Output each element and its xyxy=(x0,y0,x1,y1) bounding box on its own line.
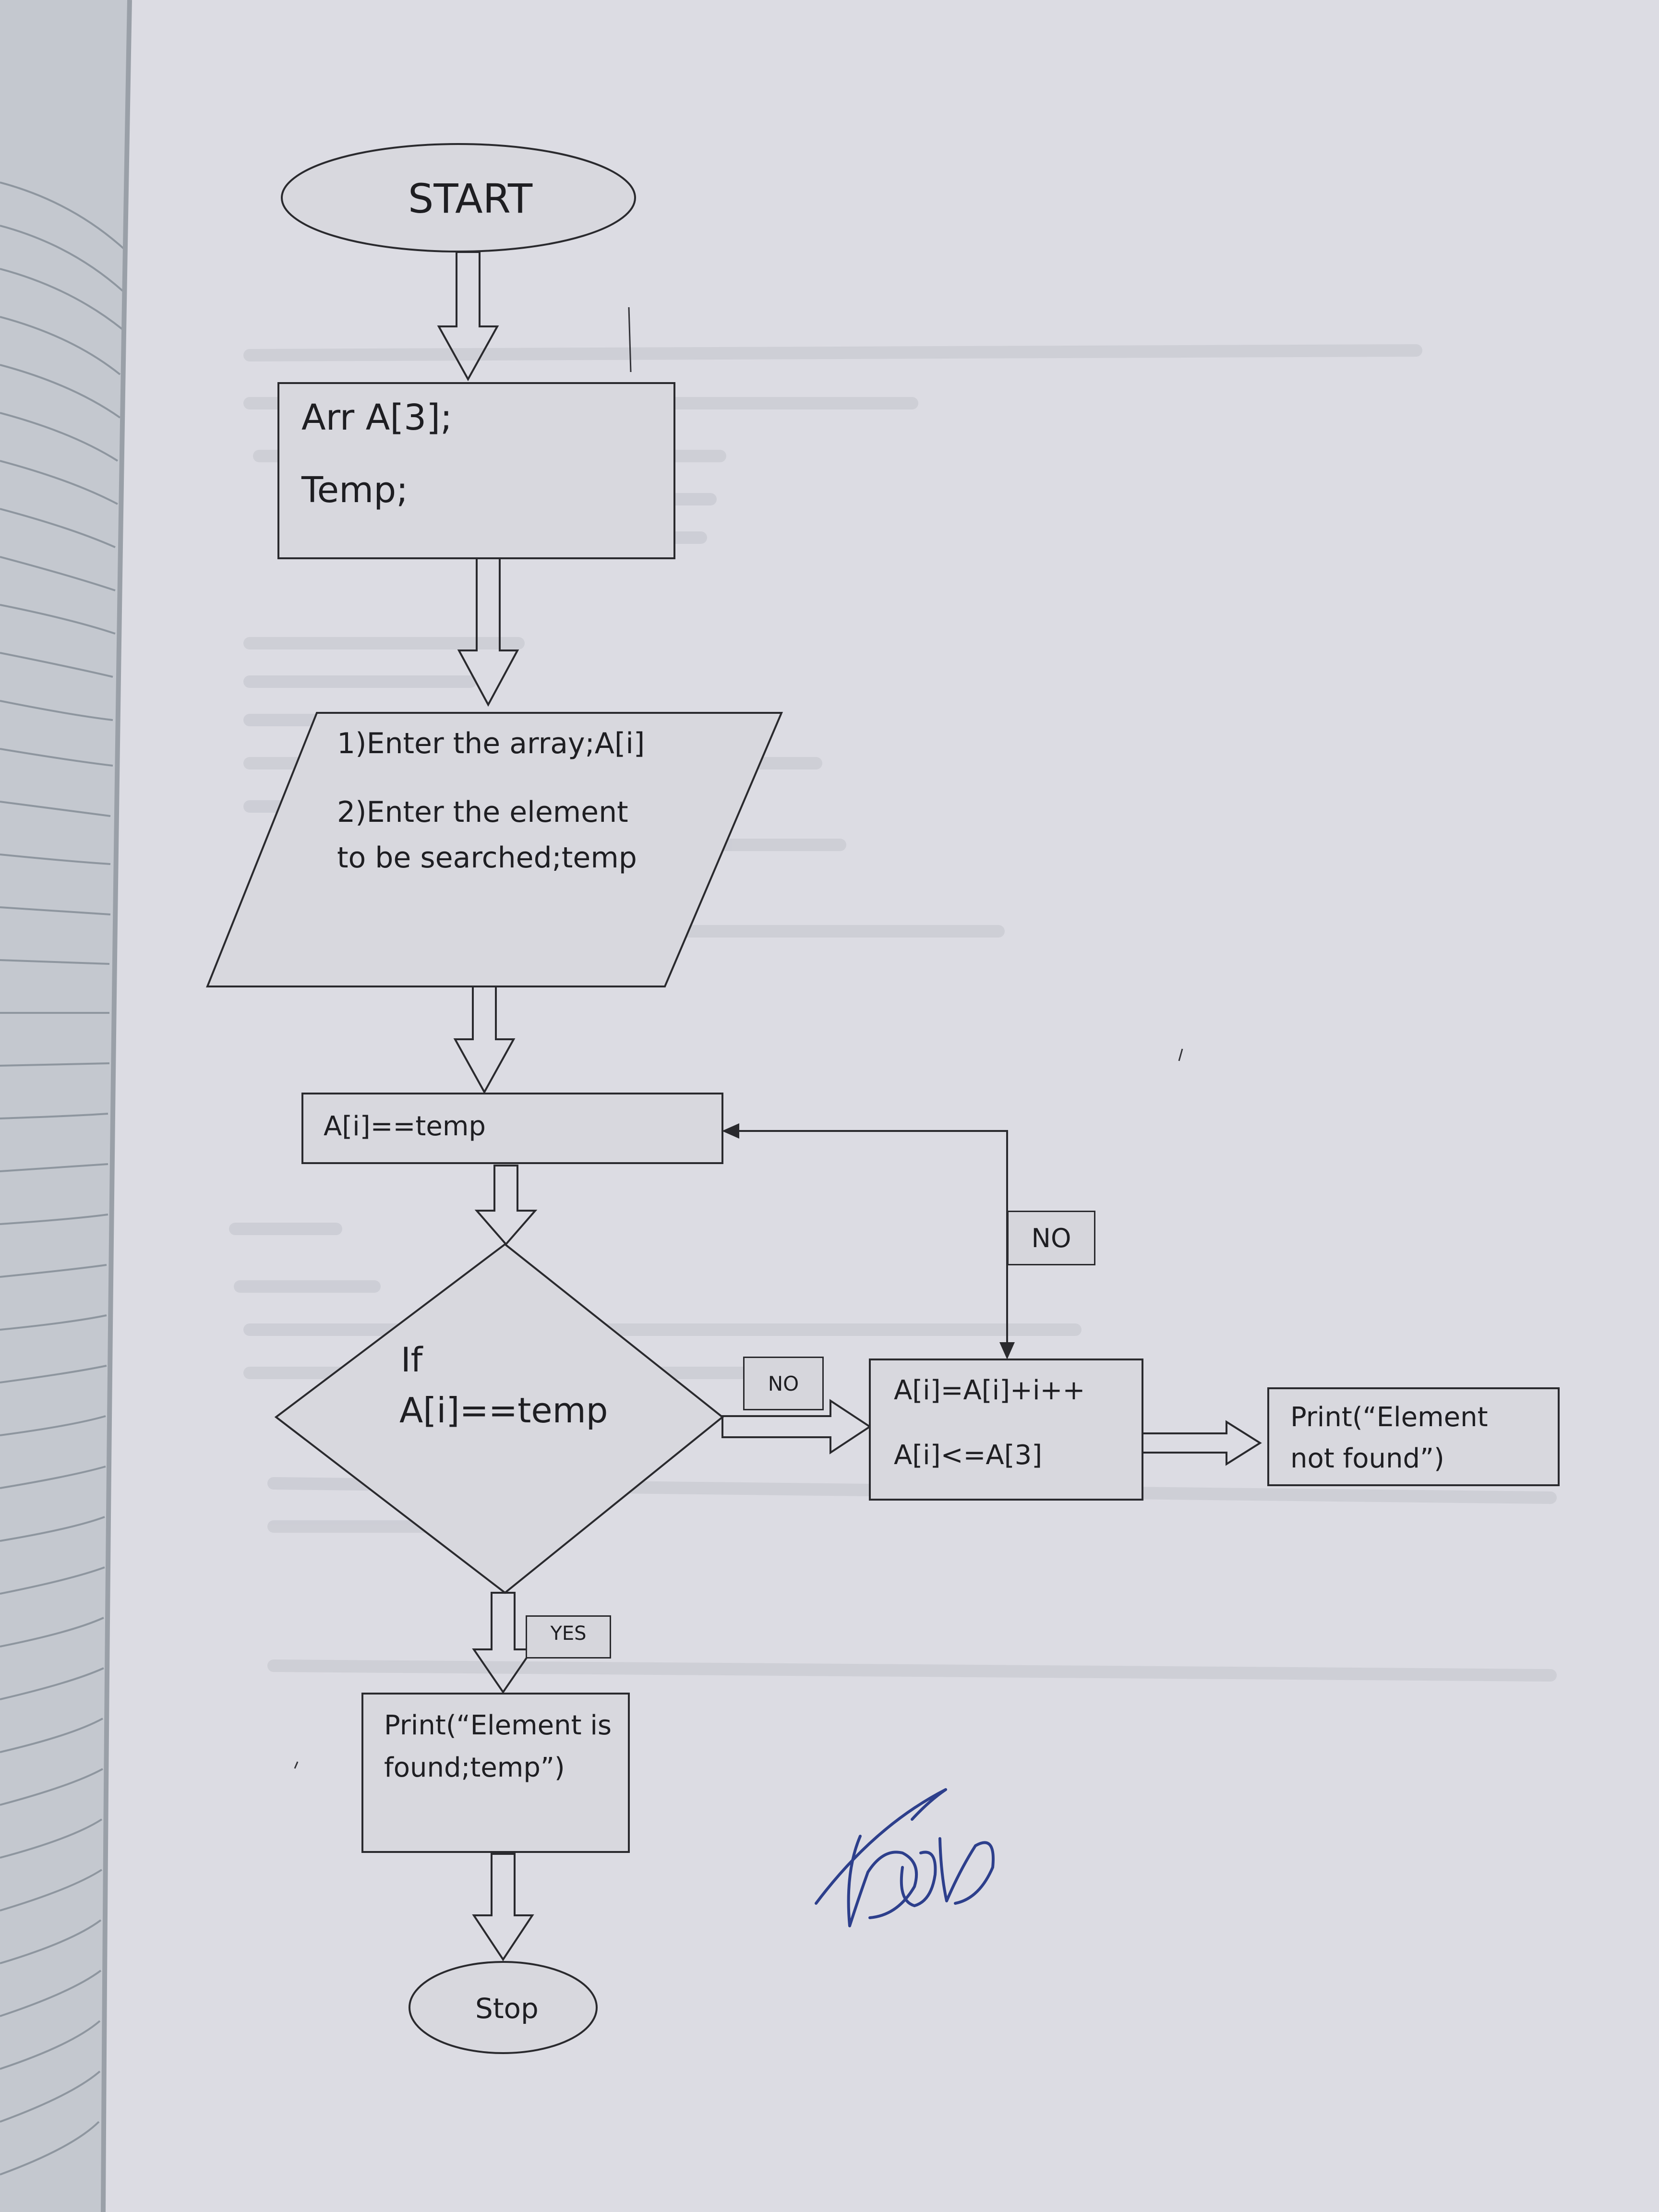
declare-line-2: Temp; xyxy=(301,469,409,511)
arrow-found-to-stop xyxy=(472,1853,534,1961)
notebook-ruled-lines xyxy=(0,181,126,2176)
declare-box xyxy=(277,382,675,559)
declare-line-1: Arr A[3]; xyxy=(301,397,453,438)
signature xyxy=(815,1788,995,1927)
input-parallelogram xyxy=(206,712,783,987)
arrow-start-to-declare xyxy=(437,251,499,382)
stop-terminal xyxy=(409,1961,598,2054)
start-label: START xyxy=(408,175,533,222)
stop-label: Stop xyxy=(475,1992,539,2025)
decision-diamond xyxy=(274,1243,724,1594)
arrow-decision-no xyxy=(721,1399,872,1455)
increment-line-1: A[i]=A[i]+i++ xyxy=(894,1375,1085,1406)
arrow-increment-to-notfound xyxy=(1142,1420,1262,1466)
compare-box xyxy=(301,1093,723,1164)
flowchart xyxy=(206,143,1560,2054)
increment-line-2: A[i]<=A[3] xyxy=(894,1440,1043,1471)
no-label-decision: NO xyxy=(743,1357,824,1410)
input-line-3: to be searched;temp xyxy=(337,841,637,875)
found-line-1: Print(“Element is xyxy=(384,1710,612,1741)
not-found-box xyxy=(1267,1387,1560,1486)
arrow-decision-yes xyxy=(472,1592,534,1694)
found-box xyxy=(361,1693,630,1853)
input-line-2: 2)Enter the element xyxy=(337,795,628,829)
input-line-1: 1)Enter the array;A[i] xyxy=(337,727,645,760)
not-found-line-1: Print(“Element xyxy=(1290,1402,1488,1433)
yes-label: YES xyxy=(526,1615,611,1659)
decision-line-1: If xyxy=(401,1340,423,1380)
arrow-input-to-compare xyxy=(453,986,516,1094)
increment-box xyxy=(869,1358,1143,1501)
decision-line-2: A[i]==temp xyxy=(399,1390,608,1431)
pen-marks xyxy=(294,307,1183,1769)
compare-box-label: A[i]==temp xyxy=(324,1111,486,1142)
arrow-declare-to-input xyxy=(457,557,519,707)
no-label-loop: NO xyxy=(1007,1211,1095,1265)
paper-edge-shadow xyxy=(101,0,132,2212)
not-found-line-2: not found”) xyxy=(1290,1443,1444,1474)
found-line-2: found;temp”) xyxy=(384,1752,565,1783)
arrow-compare-to-decision xyxy=(474,1165,538,1246)
